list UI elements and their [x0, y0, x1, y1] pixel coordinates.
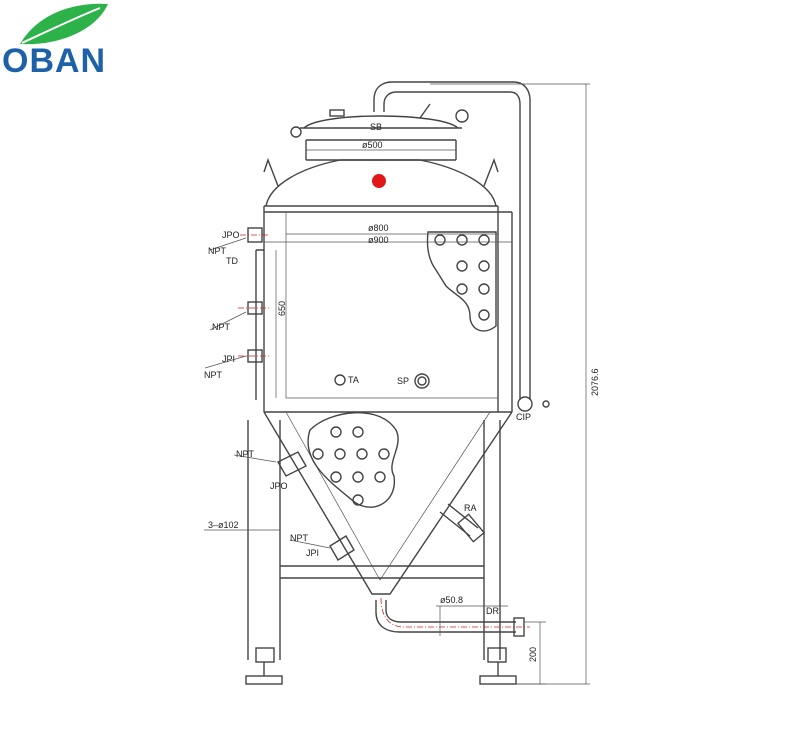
label-npt-top: NPT — [208, 246, 227, 256]
label-jpo-cone: JPO — [270, 481, 288, 491]
leaf-icon — [20, 3, 108, 45]
dimension-lines — [204, 83, 590, 685]
label-2076: 2076.6 — [590, 368, 600, 396]
label-d508: ø50.8 — [440, 595, 463, 605]
label-npt-mid: NPT — [212, 322, 231, 332]
drain-pipe — [375, 600, 516, 633]
label-200: 200 — [528, 647, 538, 662]
tank-body — [255, 205, 513, 413]
label-leg: 3–ø102 — [208, 520, 239, 530]
label-npt-jpi: NPT — [204, 370, 223, 380]
oban-logo: OBAN — [0, 0, 130, 90]
sp-port — [414, 373, 430, 389]
label-sp: SP — [397, 376, 409, 386]
cip-pipe — [373, 81, 531, 400]
label-d500: ø500 — [362, 140, 383, 150]
top-manway — [290, 103, 469, 161]
label-td: TD — [226, 256, 238, 266]
label-jpi-top: JPI — [222, 354, 235, 364]
label-cip: CIP — [516, 412, 531, 422]
label-650: 650 — [277, 301, 287, 316]
tank-cone — [263, 411, 513, 595]
sight-glass — [372, 174, 386, 188]
label-sb: SB — [370, 122, 382, 132]
label-d900: ø900 — [368, 235, 389, 245]
label-d800: ø800 — [368, 223, 389, 233]
brand-name: OBAN — [2, 42, 107, 80]
tank-dome — [265, 159, 497, 207]
ta-port — [334, 374, 346, 386]
label-dr: DR — [486, 606, 499, 616]
label-npt-cone: NPT — [236, 449, 255, 459]
label-jpi-low: JPI — [306, 548, 319, 558]
label-jpo-top: JPO — [222, 230, 240, 240]
dimple-plate-lower — [307, 411, 399, 508]
label-ta: TA — [348, 375, 359, 385]
legs — [245, 420, 517, 685]
side-ports — [238, 227, 486, 561]
dimple-plate-upper — [426, 231, 497, 332]
label-ra: RA — [464, 503, 477, 513]
label-npt-low: NPT — [290, 533, 309, 543]
